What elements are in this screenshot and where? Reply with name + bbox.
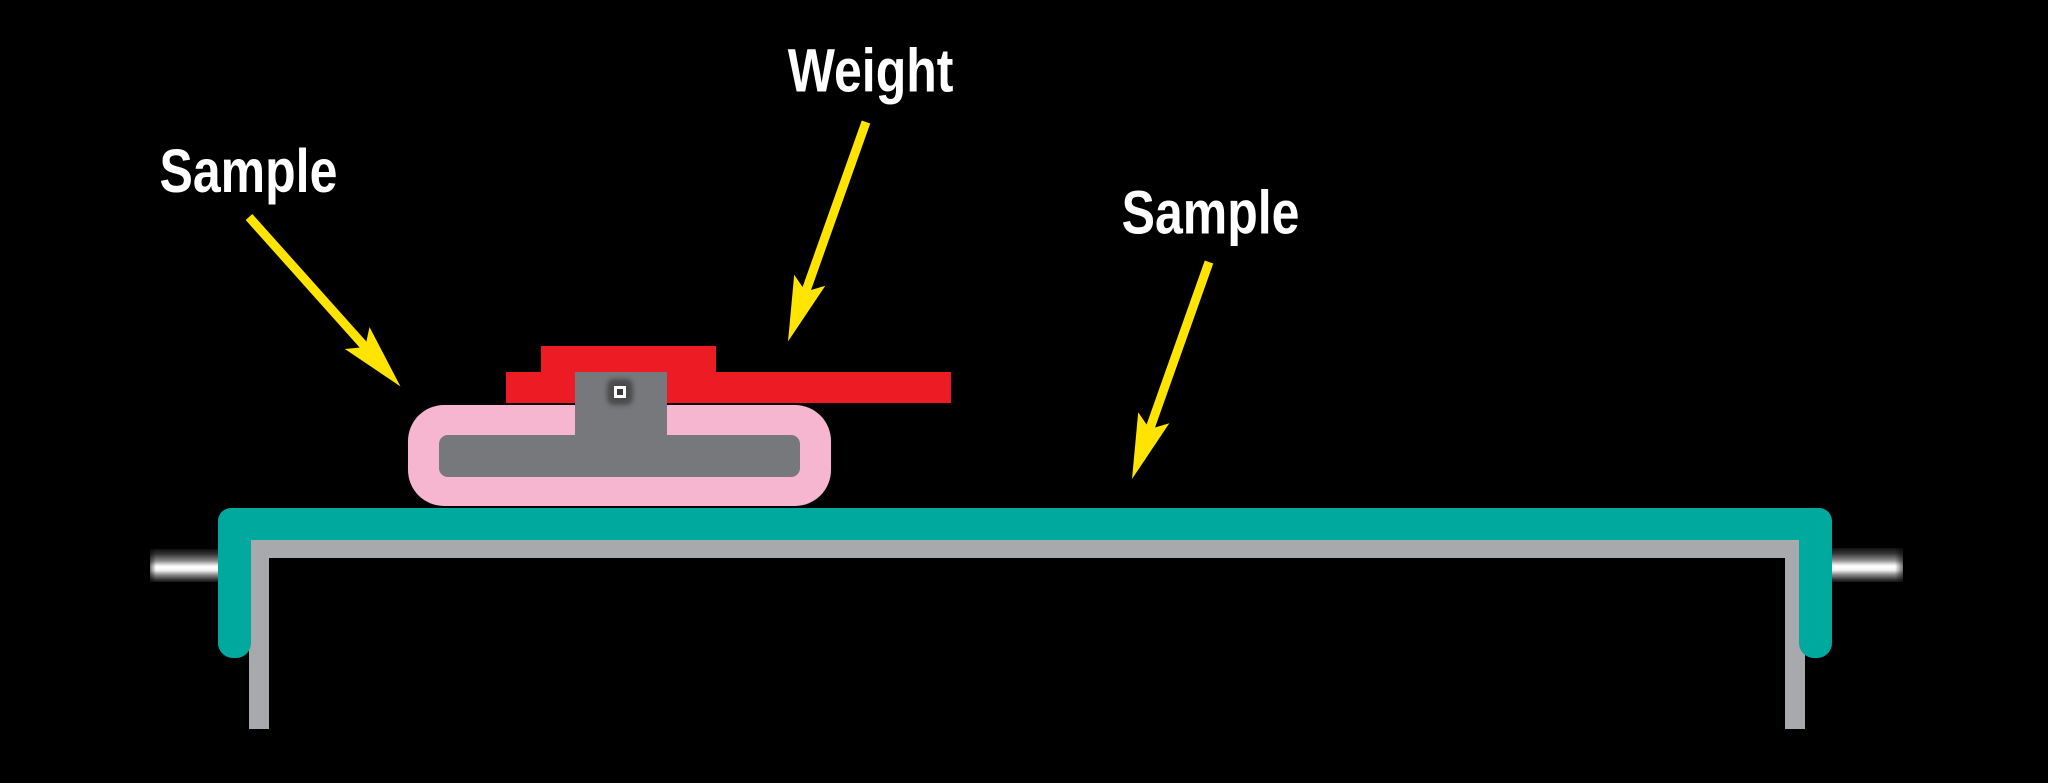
svg-text:Sample: Sample bbox=[160, 137, 338, 205]
svg-text:Weight: Weight bbox=[788, 37, 954, 105]
svg-text:Sample: Sample bbox=[1122, 179, 1300, 247]
